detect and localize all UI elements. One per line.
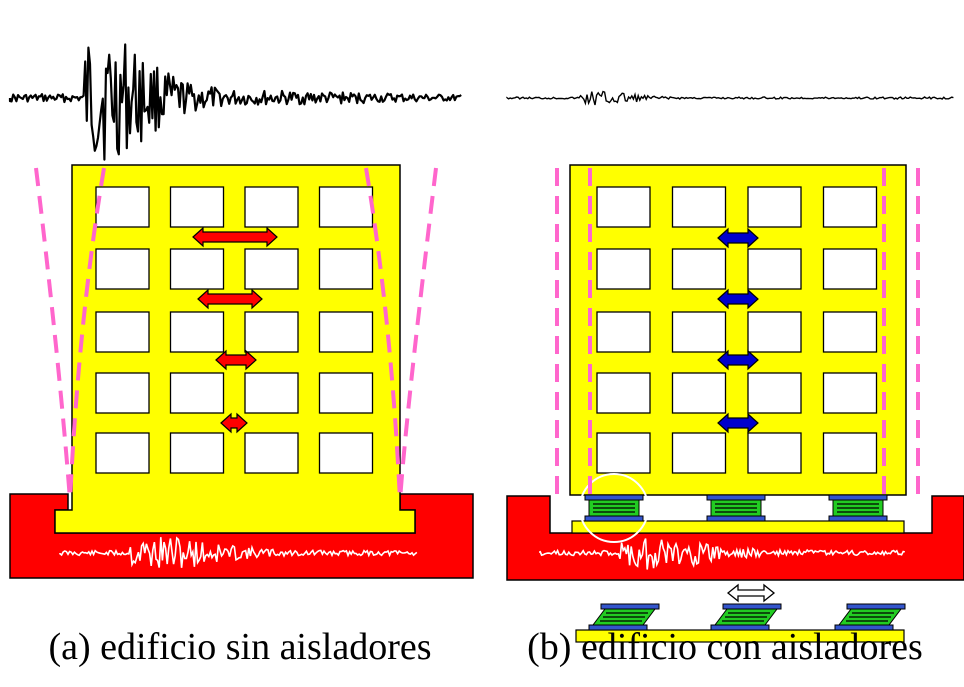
isolator-bottom-plate xyxy=(588,624,648,631)
window xyxy=(169,432,225,474)
isolator-top-plate xyxy=(828,494,888,501)
window xyxy=(822,311,878,353)
window xyxy=(671,372,727,414)
window xyxy=(596,248,651,290)
window xyxy=(95,186,150,228)
floor-arrow xyxy=(192,226,278,248)
floor-arrows-blue xyxy=(717,227,759,434)
window xyxy=(596,311,651,353)
isolator-bottom-plate xyxy=(706,515,766,522)
floor-arrow xyxy=(197,288,263,310)
isolator-highlight-circle xyxy=(579,473,649,543)
window xyxy=(244,372,299,414)
isolator-bottom-plate xyxy=(834,624,894,631)
window xyxy=(244,432,299,474)
isolator-bottom-plate xyxy=(584,515,644,522)
floor-arrow xyxy=(717,412,759,434)
floor-arrows-red xyxy=(192,226,278,434)
window xyxy=(747,186,802,228)
building-windows xyxy=(596,186,878,474)
floor-arrow xyxy=(215,349,257,371)
isolator-bottom-plate xyxy=(710,624,770,631)
window xyxy=(596,372,651,414)
panel-without-isolators xyxy=(8,43,474,579)
window xyxy=(318,186,374,228)
isolator-deformation-detail xyxy=(575,583,906,643)
window xyxy=(318,248,374,290)
window xyxy=(318,311,374,353)
floor-arrow xyxy=(717,227,759,249)
panel-with-isolators xyxy=(506,90,964,643)
floor-arrow xyxy=(717,288,759,310)
floor-arrow xyxy=(717,349,759,371)
building-windows xyxy=(95,186,374,474)
window xyxy=(822,186,878,228)
window xyxy=(244,311,299,353)
window xyxy=(169,372,225,414)
isolator-top-plate xyxy=(722,603,782,610)
window xyxy=(596,186,651,228)
window xyxy=(95,432,150,474)
isolator-top-plate xyxy=(706,494,766,501)
seismic-isolators xyxy=(584,494,888,522)
window xyxy=(169,248,225,290)
isolator-top-plate xyxy=(584,494,644,501)
window xyxy=(95,248,150,290)
caption-without-isolators: (a) edificio sin aisladores xyxy=(48,626,432,668)
window xyxy=(671,248,727,290)
window xyxy=(169,186,225,228)
window xyxy=(822,432,878,474)
caption-with-isolators: (b) edificio con aisladores xyxy=(527,626,923,668)
deformation-curve-right-outer xyxy=(398,167,438,501)
window xyxy=(671,186,727,228)
window xyxy=(747,432,802,474)
isolator-bottom-plate xyxy=(828,515,888,522)
window xyxy=(671,311,727,353)
window xyxy=(244,248,299,290)
window xyxy=(169,311,225,353)
base-slab xyxy=(571,520,905,534)
window xyxy=(747,248,802,290)
window xyxy=(822,248,878,290)
window xyxy=(671,432,727,474)
deformed-isolators xyxy=(588,603,906,631)
deformation-curve-left-outer xyxy=(34,167,72,501)
ground-seismogram xyxy=(539,538,905,570)
window xyxy=(747,372,802,414)
window xyxy=(95,311,150,353)
ground-seismogram xyxy=(59,536,418,568)
ground-foundation xyxy=(506,495,964,581)
window xyxy=(244,186,299,228)
isolator-top-plate xyxy=(600,603,660,610)
floor-arrow xyxy=(220,412,248,434)
window xyxy=(822,372,878,414)
window xyxy=(596,432,651,474)
displacement-double-arrow xyxy=(726,583,776,603)
seismogram-strong xyxy=(8,43,462,161)
seismogram-weak xyxy=(506,90,954,106)
isolator-top-plate xyxy=(846,603,906,610)
window xyxy=(318,372,374,414)
window xyxy=(318,432,374,474)
window xyxy=(747,311,802,353)
window xyxy=(95,372,150,414)
